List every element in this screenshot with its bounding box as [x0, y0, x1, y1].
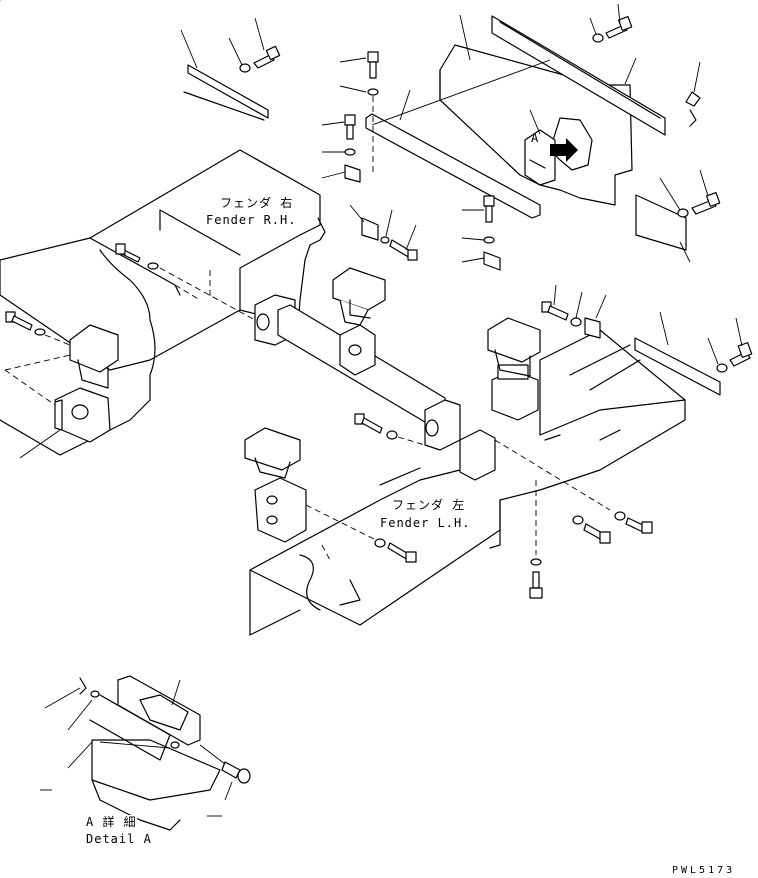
fender-rh-label-en: Fender R.H.	[206, 213, 297, 228]
bracket-rh-top-left	[180, 17, 269, 121]
bracket-center-small	[349, 204, 418, 261]
mount-block-right-center	[487, 317, 541, 377]
arrow-indicator-icon	[550, 138, 578, 162]
mount-block-left	[69, 324, 119, 389]
bolt-mid-right	[541, 284, 607, 339]
detail-a-inset	[40, 675, 251, 831]
fender-bracket-rh	[297, 217, 326, 331]
bolt-center-right	[461, 195, 501, 271]
bolt-right-side	[659, 169, 721, 218]
fender-lh-label-jp: フェンダ 左	[392, 498, 466, 513]
pin-upper-right	[685, 61, 701, 127]
bolt-top-left	[253, 45, 281, 69]
gearbox-left	[19, 387, 111, 459]
detail-a-title-en: Detail A	[86, 832, 152, 847]
callout-a-label: A	[531, 131, 540, 145]
bolt-vertical-center	[339, 51, 379, 175]
fender-rh-label-jp: フェンダ 右	[220, 196, 294, 211]
beam-end-right	[459, 429, 611, 511]
bolt-lh-lower-right	[572, 511, 653, 544]
bolt-left-beam	[115, 243, 256, 321]
mount-block-upper	[332, 267, 386, 326]
cross-bar	[0, 0, 551, 219]
gearbox-lower-center	[254, 477, 307, 543]
fender-rh	[0, 149, 321, 456]
rail-lower-right	[634, 311, 721, 396]
washer-upper-right	[589, 17, 604, 43]
washer-top-left	[239, 63, 251, 73]
rail-upper-right	[491, 15, 666, 136]
mount-block-lower-left	[244, 427, 301, 479]
bolt-lower-right	[707, 317, 753, 373]
detail-a-title-jp: A 詳 細	[86, 815, 137, 830]
beam-mount-center	[339, 324, 376, 376]
bolt-lower-center	[305, 504, 417, 563]
bolt-vertical-lower	[529, 480, 543, 599]
fender-lh-label-en: Fender L.H.	[380, 516, 471, 531]
dashed-ref-lines-left	[4, 354, 71, 406]
drawing-code: PWL5173	[672, 865, 736, 876]
fender-lh	[249, 329, 686, 636]
bolt-beam-right	[354, 413, 426, 446]
bolt-left-upper	[321, 114, 361, 183]
bolt-far-left	[5, 311, 71, 346]
bolt-upper-right	[605, 3, 633, 39]
side-plate-right	[635, 194, 691, 263]
